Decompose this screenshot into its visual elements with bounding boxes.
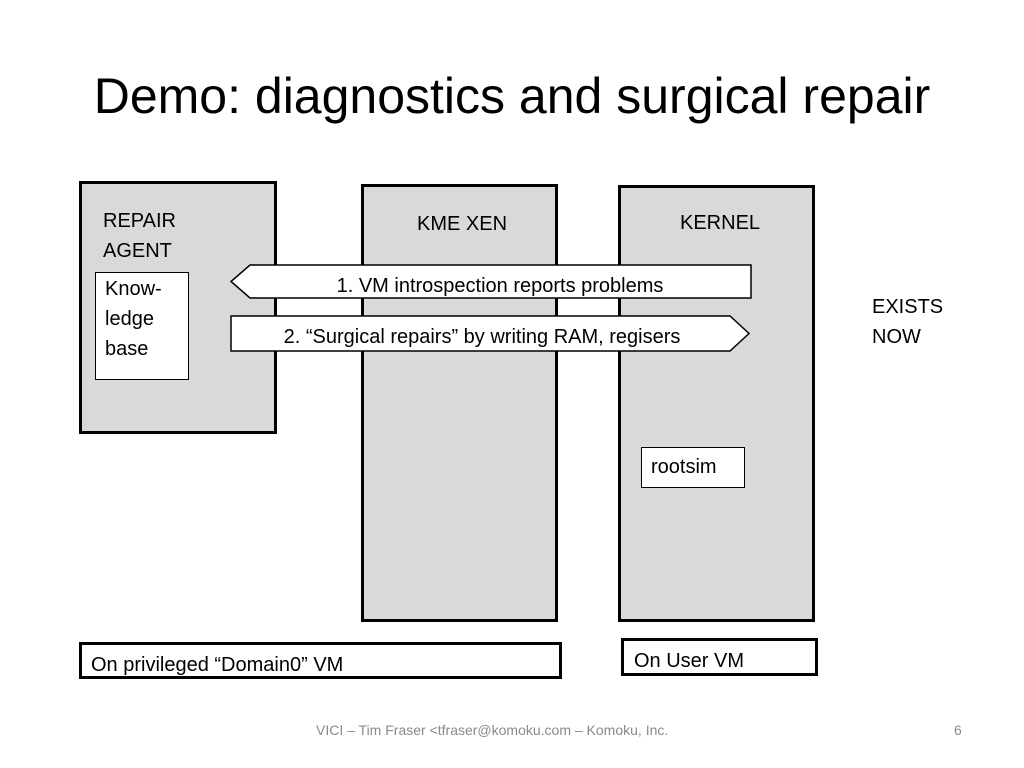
arrow-2-shape [230,315,751,352]
arrow-2-label: 2. “Surgical repairs” by writing RAM, re… [283,326,681,348]
domain0-caption-box: On privileged “Domain0” VM [79,642,562,679]
repair-agent-box: REPAIR AGENT Know- ledge base [79,181,277,434]
exists-now-label: EXISTS NOW [872,296,944,348]
knowledge-base-label: Know- ledge base [105,278,162,360]
page-number: 6 [954,722,962,738]
user-vm-caption-box: On User VM [621,638,818,676]
slide-title: Demo: diagnostics and surgical repair [93,68,931,124]
rootsim-box: rootsim [641,447,745,488]
knowledge-base-box: Know- ledge base [95,272,189,380]
repair-agent-label: REPAIR AGENT [103,210,176,262]
kme-xen-box: KME XEN [361,184,558,622]
user-vm-caption-label: On User VM [634,650,745,672]
kernel-box: KERNEL rootsim [618,185,815,622]
arrow-1-label: 1. VM introspection reports problems [336,275,664,297]
footer-text: VICI – Tim Fraser <tfraser@komoku.com – … [316,722,669,738]
rootsim-label: rootsim [651,456,717,478]
arrow-1-shape [229,264,752,299]
domain0-caption-label: On privileged “Domain0” VM [91,654,344,676]
kme-xen-label: KME XEN [417,213,508,235]
kernel-label: KERNEL [680,212,761,234]
